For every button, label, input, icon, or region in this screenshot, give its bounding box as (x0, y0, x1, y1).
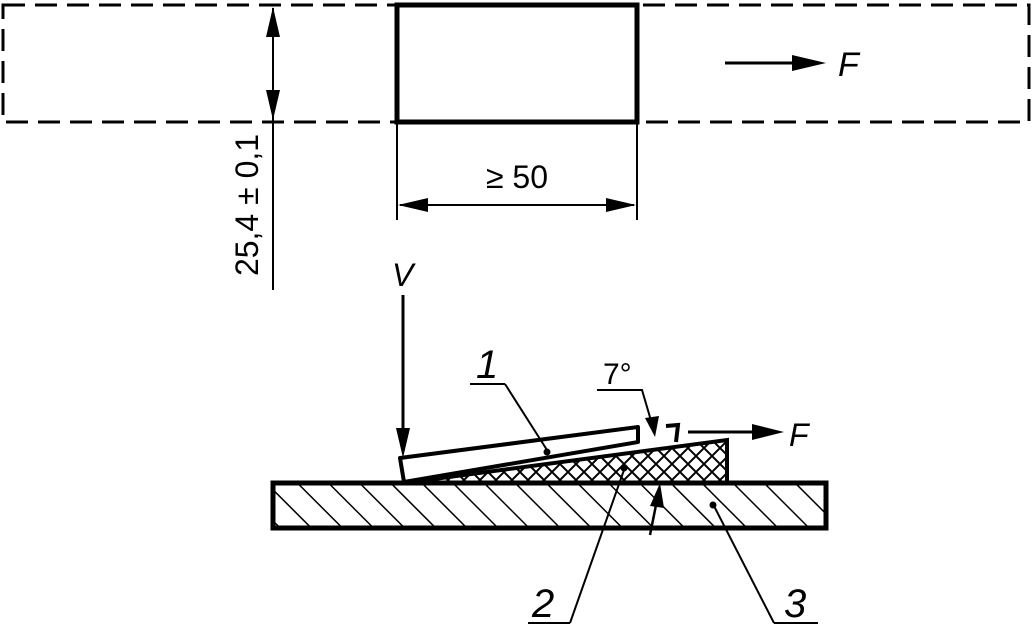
vertical-load-label: V (392, 257, 416, 293)
width-dimension-line (398, 198, 636, 212)
dashed-strip (1, 3, 1031, 124)
callout-1-leader (470, 383, 551, 456)
callout-2-label: 2 (531, 582, 554, 626)
force-label-side: F (789, 417, 811, 453)
test-strip (398, 425, 640, 484)
callout-3-leader (709, 501, 818, 624)
force-arrow-top (725, 55, 826, 71)
height-dimension-label: 25,4 ± 0,1 (229, 134, 265, 276)
vertical-load-arrow (396, 295, 410, 458)
height-dimension-line (266, 7, 280, 290)
bonded-area (394, 2, 640, 125)
width-dimension-label: ≥ 50 (486, 159, 548, 195)
strip-end-hook (665, 422, 681, 443)
angle-label: 7° (603, 358, 632, 391)
force-label-top: F (838, 46, 861, 84)
callout-2-leader (528, 464, 628, 624)
angle-indicator (597, 389, 664, 536)
cross-hatched-wedge (403, 437, 729, 485)
top-view: F ≥ 50 25,4 ± 0,1 (1, 2, 1031, 290)
side-view: V F 7° 1 2 (270, 257, 829, 626)
substrate-plate (270, 480, 829, 531)
callout-3-label: 3 (784, 582, 806, 626)
callout-1-label: 1 (476, 343, 498, 387)
force-arrow-side (688, 424, 784, 440)
